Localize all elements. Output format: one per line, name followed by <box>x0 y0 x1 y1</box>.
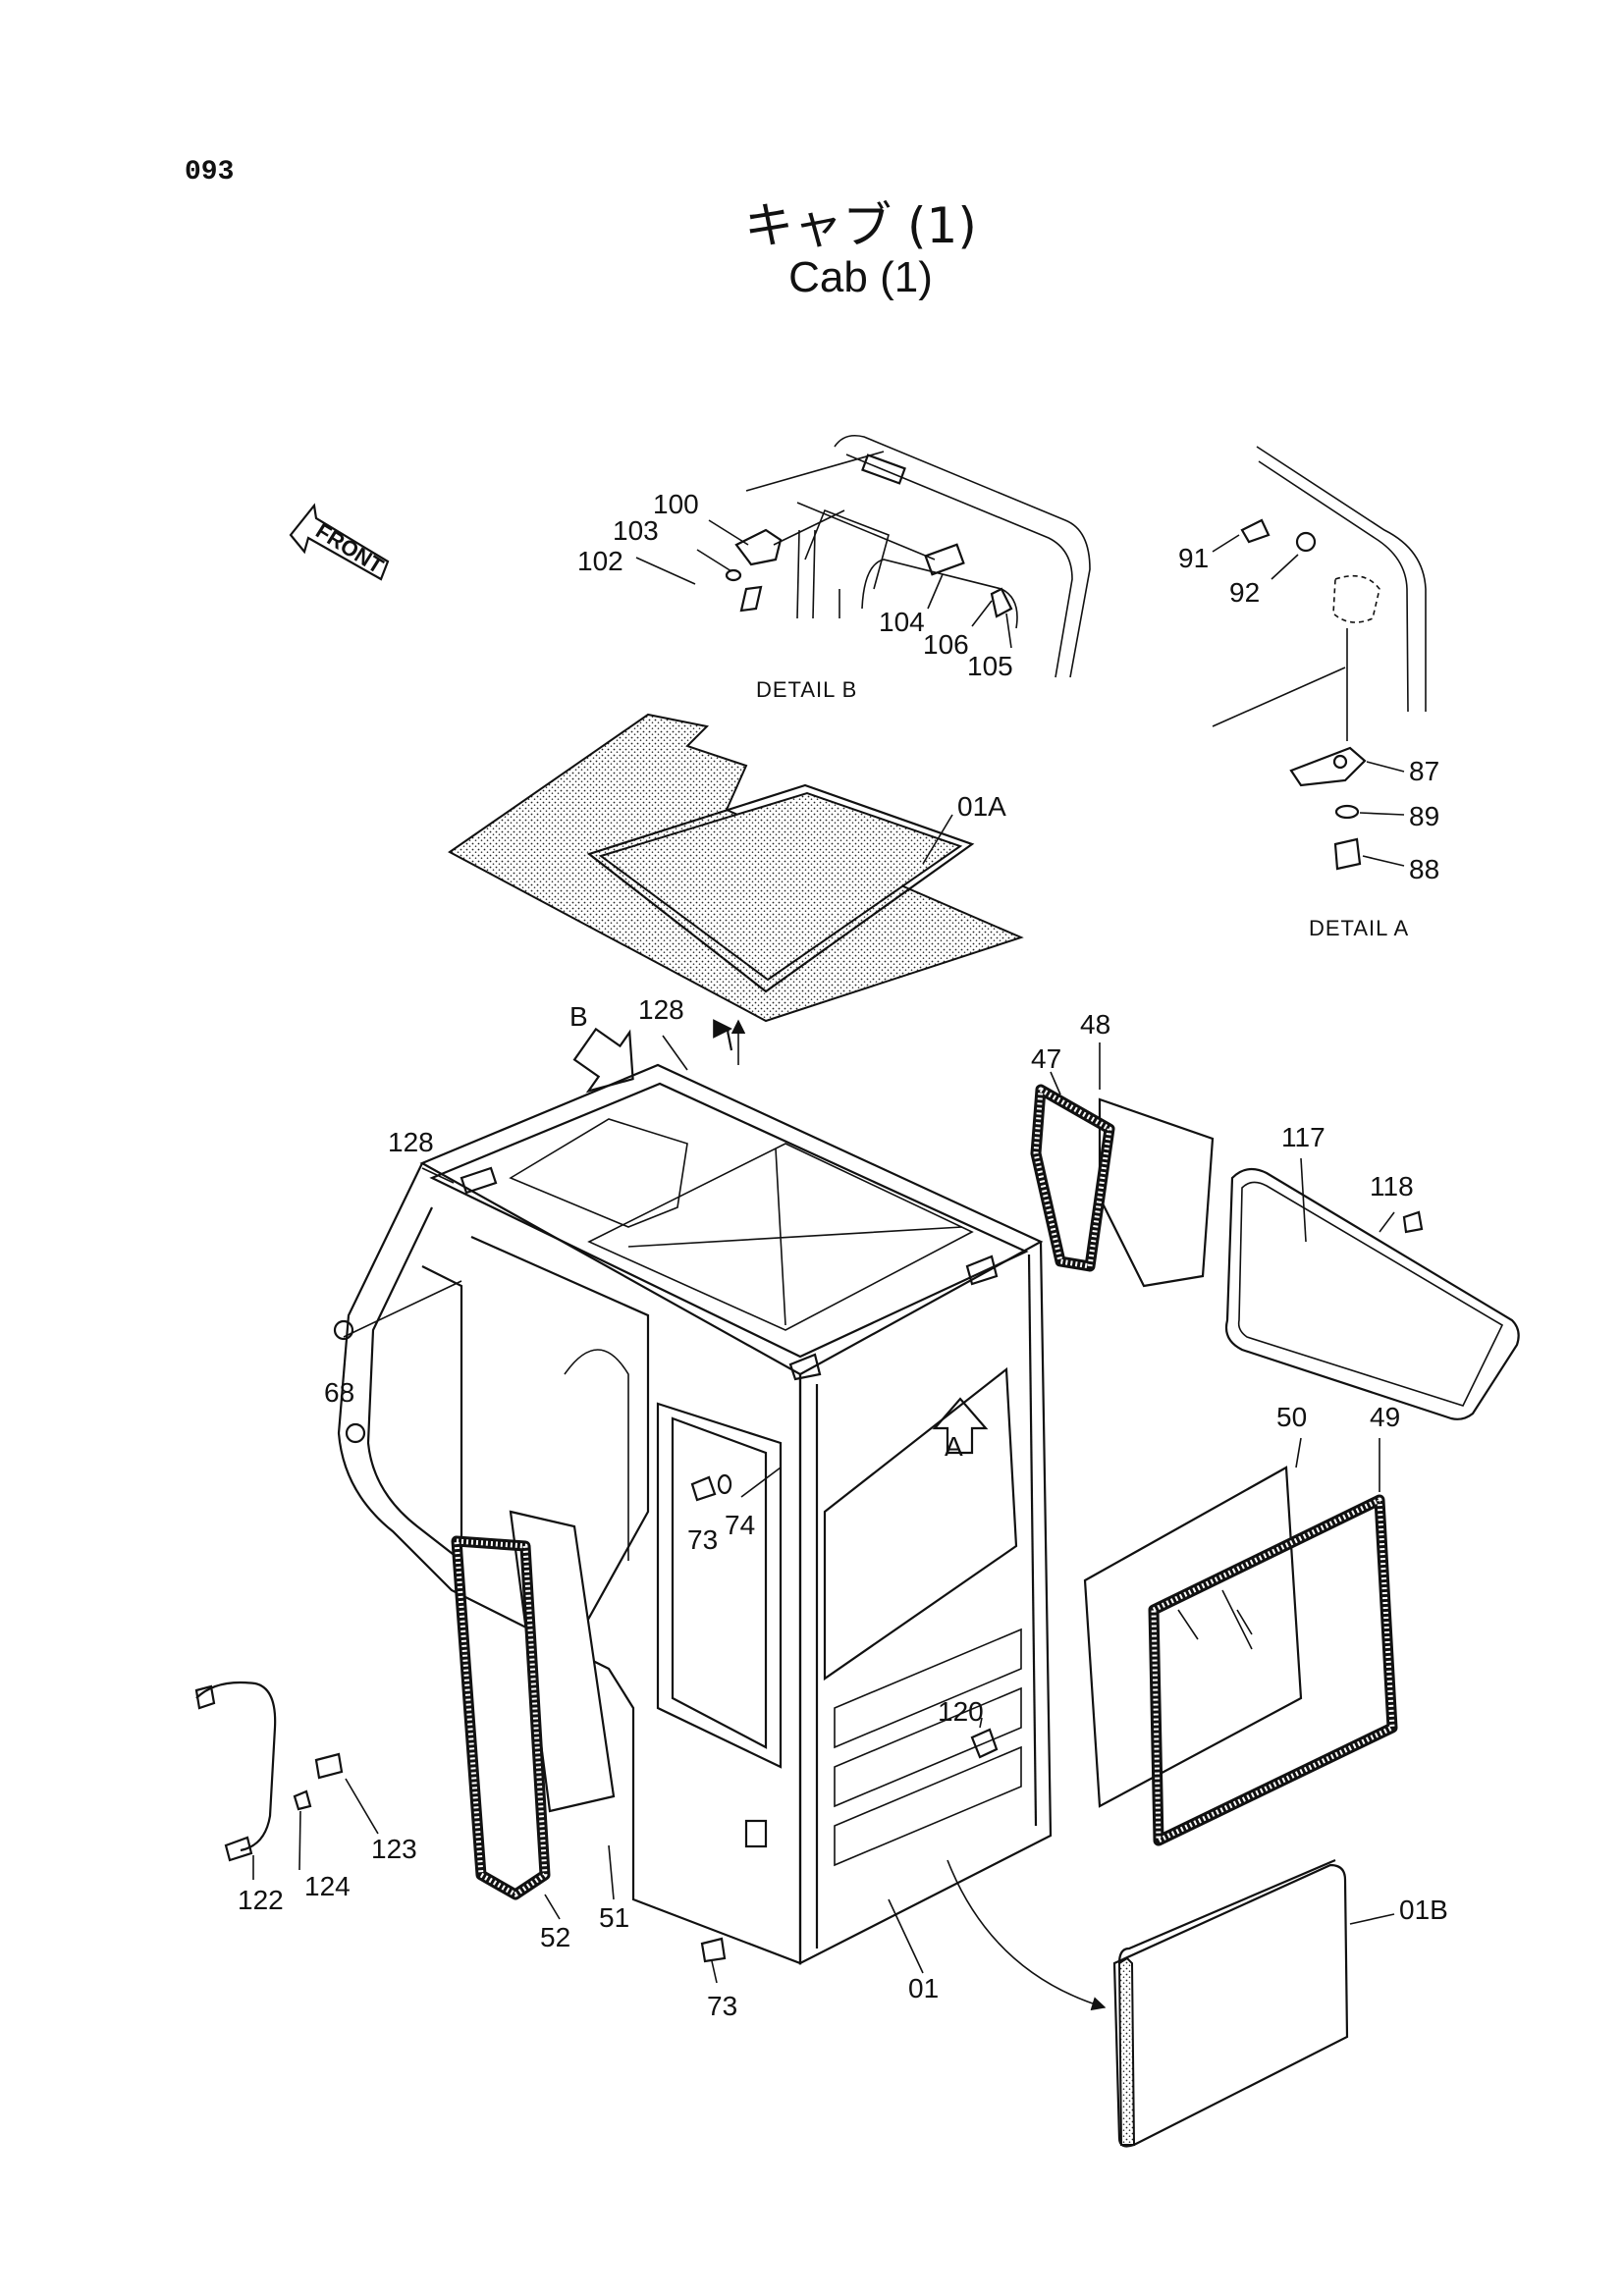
front-direction-arrow <box>289 503 390 581</box>
callout-89: 89 <box>1409 801 1440 831</box>
side-door-window-51-52 <box>451 1510 616 1900</box>
callout-124: 124 <box>304 1871 351 1901</box>
callout-100: 100 <box>653 489 699 519</box>
callout-52: 52 <box>540 1922 571 1952</box>
callout-50: 50 <box>1276 1402 1308 1432</box>
callout-92: 92 <box>1229 577 1261 608</box>
detail-a-drawing <box>1212 446 1427 787</box>
title-japanese: キャブ (1) <box>744 197 977 254</box>
handrail-122 <box>194 1681 277 1862</box>
callout-106: 106 <box>923 629 969 660</box>
view-arrow-b-label: B <box>569 1001 588 1032</box>
callout-01: 01 <box>908 1973 940 2003</box>
side-window-117 <box>1224 1167 1520 1420</box>
view-arrow-a-label: A <box>945 1431 963 1462</box>
detail-b-caption: DETAIL B <box>756 677 858 702</box>
callout-128-top: 128 <box>638 994 684 1025</box>
callout-47: 47 <box>1031 1043 1062 1074</box>
detail-b-drawing <box>734 434 1091 678</box>
callout-102: 102 <box>577 546 623 576</box>
callout-73-upper: 73 <box>687 1524 719 1555</box>
callout-128-left: 128 <box>388 1127 434 1157</box>
front-lower-window-49-50 <box>1083 1466 1398 1846</box>
callout-01b: 01B <box>1399 1895 1448 1925</box>
rear-window-47-48 <box>1030 1084 1215 1288</box>
callout-48: 48 <box>1080 1009 1111 1040</box>
callout-88: 88 <box>1409 854 1440 884</box>
callout-68: 68 <box>324 1377 355 1408</box>
hardware-bolts <box>293 518 1424 1963</box>
page-number: 093 <box>185 157 235 187</box>
roof-liner-01a <box>448 713 1024 1023</box>
callout-74: 74 <box>725 1510 756 1540</box>
panel-01b <box>1112 1858 1349 2148</box>
callout-104: 104 <box>879 607 925 637</box>
callout-87: 87 <box>1409 756 1440 786</box>
callout-leader-lines <box>252 519 1405 1984</box>
title-english: Cab (1) <box>788 253 933 301</box>
callout-122: 122 <box>238 1885 284 1915</box>
callout-51: 51 <box>599 1902 630 1933</box>
callout-49: 49 <box>1370 1402 1401 1432</box>
cab-frame <box>337 1063 1053 1965</box>
callout-120: 120 <box>938 1696 984 1727</box>
callout-01a: 01A <box>957 791 1006 822</box>
callout-103: 103 <box>613 515 659 546</box>
callout-123: 123 <box>371 1834 417 1864</box>
callout-73-lower: 73 <box>707 1991 738 2021</box>
callout-105: 105 <box>967 651 1013 681</box>
callout-91: 91 <box>1178 543 1210 573</box>
callout-118: 118 <box>1370 1171 1414 1201</box>
callout-117: 117 <box>1281 1122 1325 1152</box>
detail-a-caption: DETAIL A <box>1309 916 1410 940</box>
